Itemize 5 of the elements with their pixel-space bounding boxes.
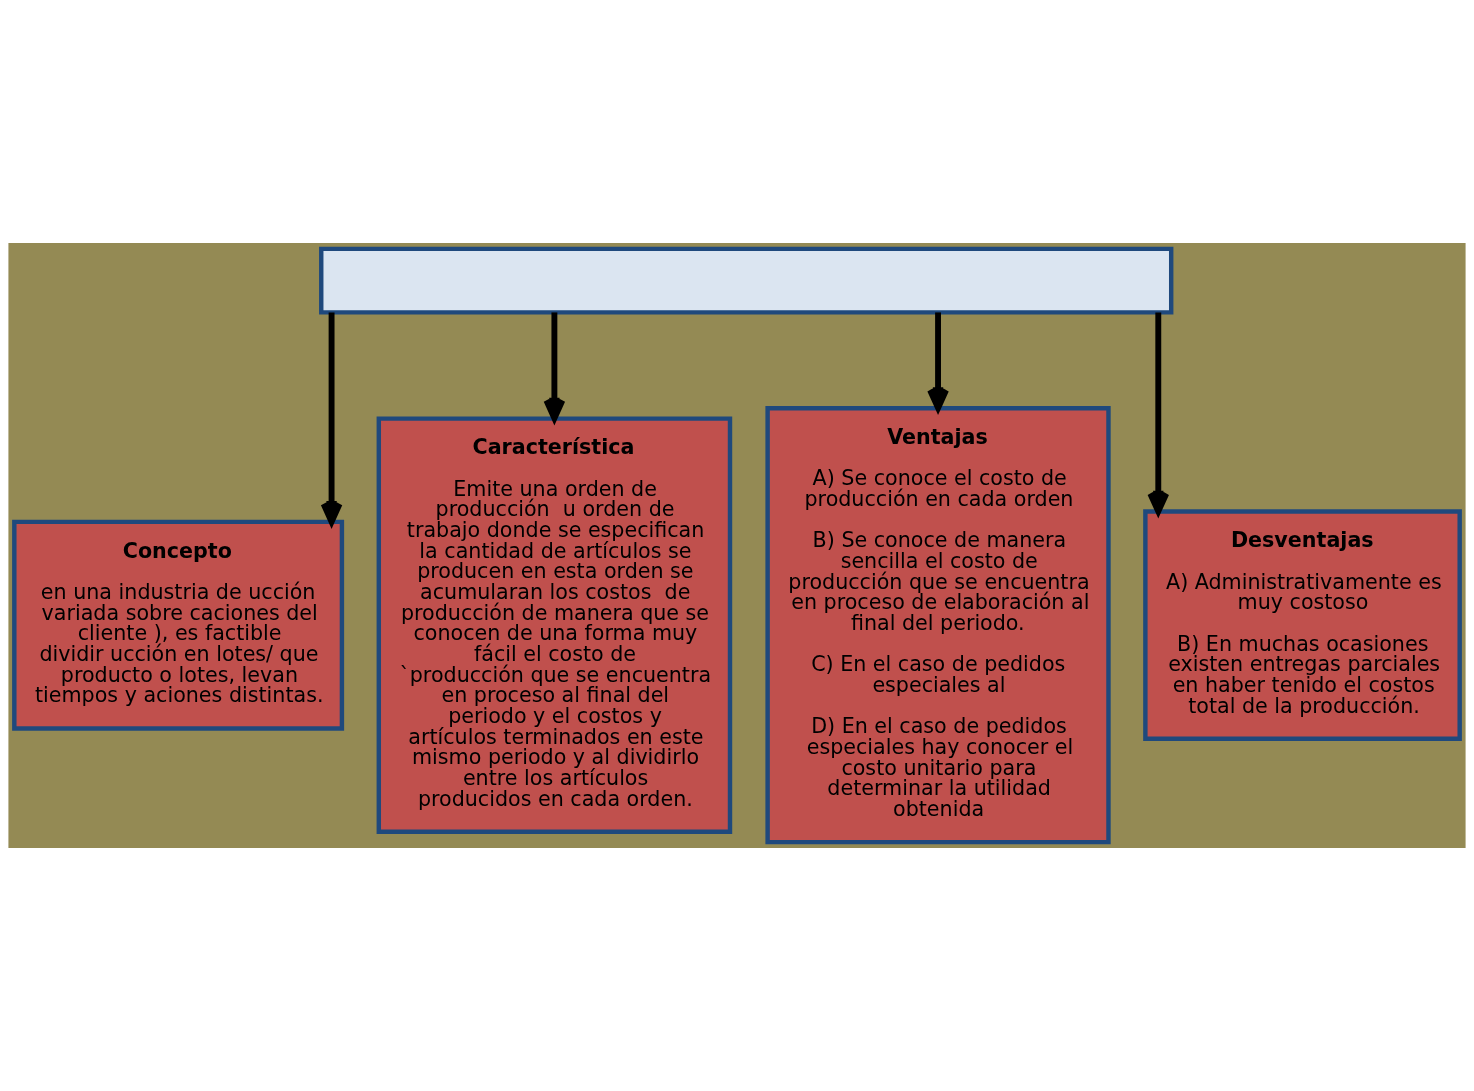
node-box: Desventajas A) Administrativamente es muy costoso B) En muchas ocasiones existen entregas parciales en haber tenido el costos total de la producción. — [1143, 509, 1462, 741]
node-box: Concepto en una industria de ucción variada sobre caciones del cliente ), es factible dividir ucción en lotes/ que producto o lotes, levan tiempos y aciones distintas. — [12, 519, 345, 731]
node-box: Característica Emite una orden de producción u orden de trabajo donde se especifican la cantidad de artículos se producen en esta orden se acumularan los costos de producción de manera que se conocen de una forma muy fácil el costo de `producción que se encuentra en proceso al final del periodo y el costos y artículos terminados en este mismo periodo y al dividirlo entre los artículos producidos en cada orden. — [376, 416, 733, 834]
node-box — [319, 246, 1174, 315]
node-box: Ventajas A) Se conoce el costo de producción en cada orden B) Se conoce de manera sencilla el costo de producción que se encuentra en proceso de elaboración al final del periodo. C) En el caso de pedidos especiales al D) En el caso de pedidos especiales hay conocer el costo unitario para determinar la utilidad obtenida — [765, 406, 1111, 845]
